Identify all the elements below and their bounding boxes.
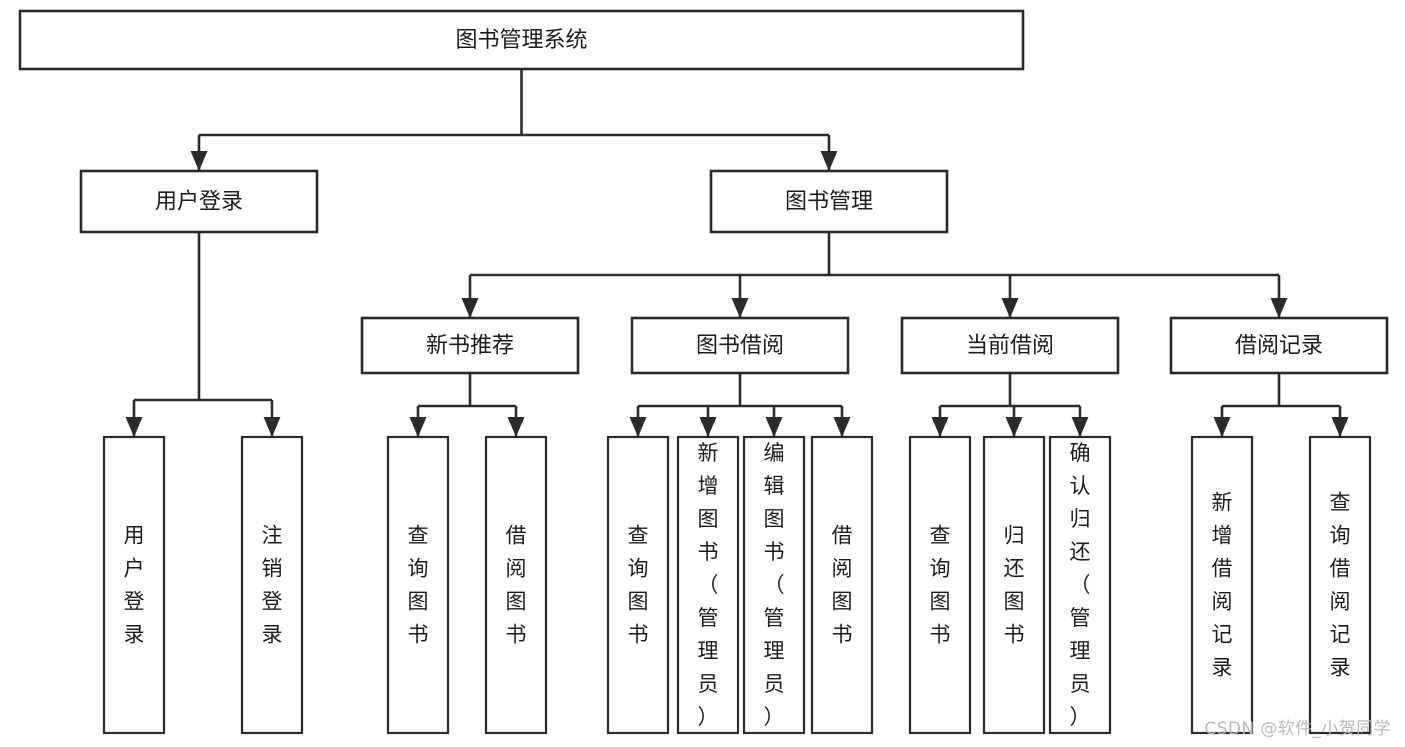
nodes-layer: 图书管理系统用户登录图书管理新书推荐图书借阅当前借阅借阅记录用户登录注销登录查询… xyxy=(18,9,1389,735)
node-box xyxy=(240,435,304,735)
node-n_current[interactable]: 当前借阅 xyxy=(900,316,1120,375)
edges-layer xyxy=(125,69,1349,437)
node-label: 归还图书 xyxy=(1004,524,1025,647)
node-label: 图书借阅 xyxy=(696,334,784,359)
node-box xyxy=(360,316,580,375)
node-root[interactable]: 图书管理系统 xyxy=(18,9,1025,71)
node-box xyxy=(606,435,670,735)
node-l_add_book[interactable]: 新增图书（管理员） xyxy=(676,435,740,735)
node-label: 查询图书 xyxy=(628,524,649,647)
node-box xyxy=(1190,435,1254,735)
node-label: 用户登录 xyxy=(124,524,145,647)
node-l_user_login[interactable]: 用户登录 xyxy=(102,435,166,735)
node-label: 新书推荐 xyxy=(426,334,514,359)
arrow-head-icon xyxy=(1331,417,1349,437)
node-box xyxy=(908,435,972,735)
node-l_b2[interactable]: 借阅图书 xyxy=(810,435,874,735)
node-box xyxy=(1048,435,1112,735)
node-l_q1[interactable]: 查询图书 xyxy=(386,435,450,735)
node-box xyxy=(982,435,1046,735)
node-box xyxy=(742,435,806,735)
arrow-head-icon xyxy=(507,417,525,437)
node-n_borrow[interactable]: 图书借阅 xyxy=(630,316,850,375)
node-l_add_rec[interactable]: 新增借阅记录 xyxy=(1190,435,1254,735)
node-label: 编辑图书（管理员） xyxy=(764,441,785,729)
node-label: 图书管理 xyxy=(785,190,873,215)
arrow-head-icon xyxy=(190,151,208,171)
node-label: 当前借阅 xyxy=(966,334,1054,359)
arrow-head-icon xyxy=(409,417,427,437)
node-label: 借阅图书 xyxy=(832,524,853,647)
node-box xyxy=(484,435,548,735)
node-box xyxy=(18,9,1025,71)
node-label: 注销登录 xyxy=(262,524,283,647)
node-n_user_login[interactable]: 用户登录 xyxy=(79,169,319,234)
node-label: 用户登录 xyxy=(155,190,243,215)
node-l_confirm[interactable]: 确认归还（管理员） xyxy=(1048,435,1112,735)
node-box xyxy=(709,169,949,234)
node-n_record[interactable]: 借阅记录 xyxy=(1169,316,1389,375)
node-label: 查询借阅记录 xyxy=(1330,491,1351,680)
node-label: 查询图书 xyxy=(930,524,951,647)
arrow-head-icon xyxy=(731,298,749,318)
node-l_b1[interactable]: 借阅图书 xyxy=(484,435,548,735)
node-n_book_mgmt[interactable]: 图书管理 xyxy=(709,169,949,234)
arrow-head-icon xyxy=(1001,298,1019,318)
node-box xyxy=(79,169,319,234)
watermark-text: CSDN @软件_小贺同学 xyxy=(1204,719,1391,739)
arrow-head-icon xyxy=(699,417,717,437)
node-l_q_rec[interactable]: 查询借阅记录 xyxy=(1308,435,1372,735)
node-l_q3[interactable]: 查询图书 xyxy=(908,435,972,735)
node-l_edit_book[interactable]: 编辑图书（管理员） xyxy=(742,435,806,735)
arrow-head-icon xyxy=(263,417,281,437)
node-box xyxy=(1169,316,1389,375)
node-box xyxy=(900,316,1120,375)
node-label: 查询图书 xyxy=(408,524,429,647)
arrow-head-icon xyxy=(833,417,851,437)
node-box xyxy=(102,435,166,735)
node-label: 新增图书（管理员） xyxy=(698,441,719,729)
arrow-head-icon xyxy=(1213,417,1231,437)
arrow-head-icon xyxy=(1270,298,1288,318)
arrow-head-icon xyxy=(931,417,949,437)
arrow-head-icon xyxy=(820,151,838,171)
node-label: 借阅图书 xyxy=(506,524,527,647)
node-label: 借阅记录 xyxy=(1235,334,1323,359)
node-box xyxy=(676,435,740,735)
arrow-head-icon xyxy=(1071,417,1089,437)
node-box xyxy=(810,435,874,735)
arrow-head-icon xyxy=(461,298,479,318)
node-label: 图书管理系统 xyxy=(455,28,587,53)
node-label: 新增借阅记录 xyxy=(1212,491,1233,680)
node-label: 确认归还（管理员） xyxy=(1070,441,1091,729)
node-n_new_rec[interactable]: 新书推荐 xyxy=(360,316,580,375)
arrow-head-icon xyxy=(125,417,143,437)
node-box xyxy=(386,435,450,735)
node-l_q2[interactable]: 查询图书 xyxy=(606,435,670,735)
node-l_logout[interactable]: 注销登录 xyxy=(240,435,304,735)
node-box xyxy=(630,316,850,375)
arrow-head-icon xyxy=(765,417,783,437)
arrow-head-icon xyxy=(629,417,647,437)
node-l_return[interactable]: 归还图书 xyxy=(982,435,1046,735)
node-box xyxy=(1308,435,1372,735)
arrow-head-icon xyxy=(1005,417,1023,437)
